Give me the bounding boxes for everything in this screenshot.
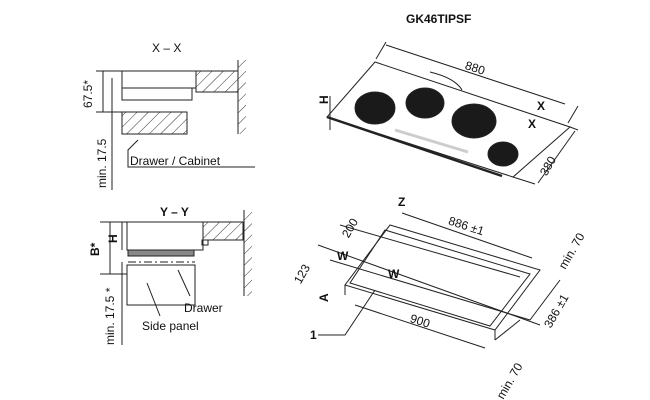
hob-drawing bbox=[326, 41, 579, 185]
dim-b: B* bbox=[88, 242, 102, 256]
model-title: GK46TIPSF bbox=[406, 12, 472, 26]
burner-2 bbox=[405, 87, 445, 119]
section-xx-title: X – X bbox=[152, 41, 182, 55]
section-marker-x1: X bbox=[537, 99, 546, 113]
callout-1: 1 bbox=[310, 328, 317, 342]
dim-w1: W bbox=[337, 249, 349, 263]
cutout-drawing bbox=[317, 212, 561, 349]
burner-1 bbox=[354, 91, 396, 125]
section-yy-drawing bbox=[100, 210, 252, 345]
dim-z: Z bbox=[398, 195, 406, 209]
dim-min-17-5: min. 17.5 bbox=[95, 138, 109, 188]
section-yy-title: Y – Y bbox=[160, 205, 189, 219]
dim-min-17-5-yy: min. 17.5 * bbox=[103, 287, 117, 345]
dim-w2: W bbox=[388, 267, 400, 281]
burner-3 bbox=[451, 103, 497, 139]
section-xx-drawing bbox=[96, 60, 255, 190]
dim-67-5: 67.5* bbox=[81, 79, 95, 108]
label-drawer-cabinet: Drawer / Cabinet bbox=[130, 154, 221, 168]
label-drawer: Drawer bbox=[184, 301, 223, 315]
label-side-panel: Side panel bbox=[142, 319, 199, 333]
dim-h-yy: H bbox=[106, 234, 120, 243]
dim-a: A bbox=[317, 293, 331, 302]
burner-4 bbox=[487, 141, 519, 167]
dim-h-hob: H bbox=[317, 95, 331, 104]
section-marker-x2: X bbox=[528, 117, 537, 131]
